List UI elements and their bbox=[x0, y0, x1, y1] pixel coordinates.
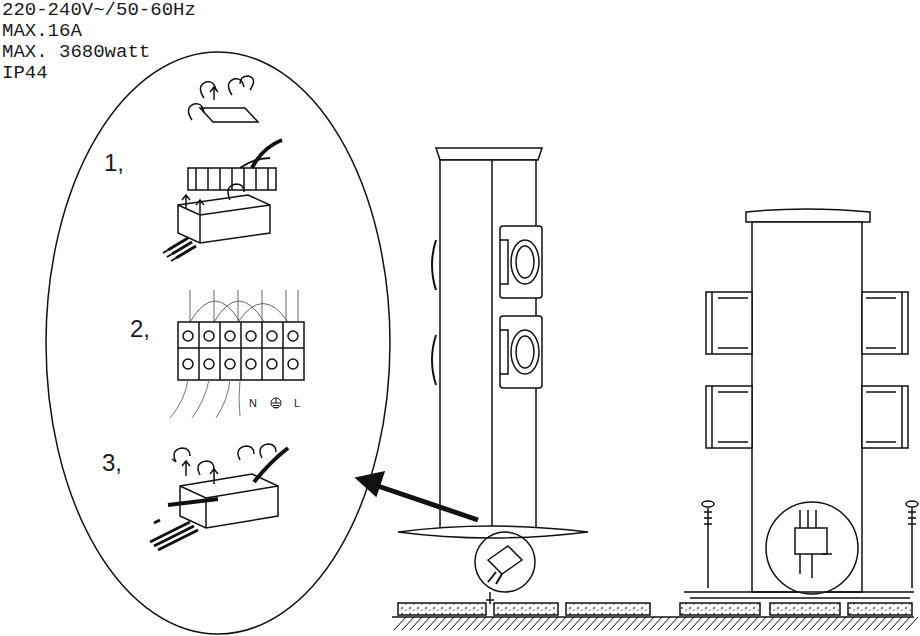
terminal-label: L bbox=[294, 397, 300, 409]
rating-text: MAX.16A bbox=[2, 21, 82, 42]
pillar-front bbox=[398, 148, 588, 604]
step-number: 2, bbox=[130, 316, 150, 342]
pillar-side bbox=[684, 209, 918, 598]
terminal-block bbox=[170, 290, 304, 418]
ground bbox=[392, 603, 918, 630]
pointer-arrow bbox=[372, 484, 478, 520]
detail-ellipse bbox=[46, 52, 390, 634]
rating-text: MAX. 3680watt bbox=[2, 42, 150, 63]
step-number: 1, bbox=[104, 150, 124, 176]
pointer-arrowhead bbox=[356, 472, 384, 496]
step3-figure bbox=[150, 444, 288, 550]
rating-text: IP44 bbox=[2, 63, 48, 84]
step1-figure bbox=[163, 76, 282, 261]
step-number: 3, bbox=[102, 450, 122, 476]
earth-symbol bbox=[272, 398, 280, 408]
rating-text: 220-240V~/50-60Hz bbox=[2, 0, 196, 21]
terminal-label: N bbox=[249, 397, 257, 409]
